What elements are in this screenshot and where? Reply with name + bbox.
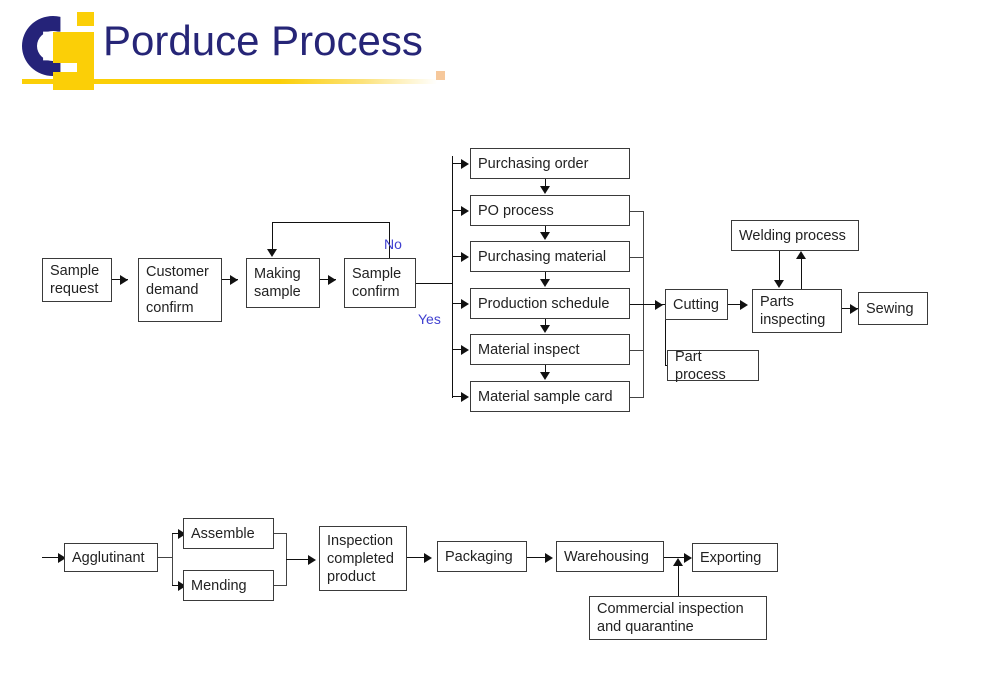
line-bus-down-to-part-process	[665, 304, 666, 365]
arrow-commercial-inspection-to-exporting-link	[673, 558, 683, 566]
line-mending-to-merge	[274, 585, 287, 586]
arrow-sample-request-to-customer	[120, 275, 128, 285]
arrow-cutting-to-parts-inspecting	[740, 300, 748, 310]
arrow-inspection-to-packaging	[424, 553, 432, 563]
arrow-purchasing-order-to-po	[540, 186, 550, 194]
node-purchasing-order[interactable]: Purchasing order	[470, 148, 630, 179]
line-bus-to-material-inspect	[452, 349, 462, 350]
loop-no-vertical-left	[272, 222, 273, 250]
line-bus-to-purchasing-order	[452, 163, 462, 164]
title-underline	[22, 79, 437, 84]
line-material-sample-card-to-right-bus	[630, 397, 644, 398]
node-sample-confirm[interactable]: Sample confirm	[344, 258, 416, 308]
arrow-loop-no-into-making	[267, 249, 277, 257]
node-part-process[interactable]: Part process	[667, 349, 759, 383]
node-sewing[interactable]: Sewing	[858, 292, 928, 325]
line-production-to-material-inspect	[545, 319, 546, 326]
line-purchasing-order-to-po	[545, 179, 546, 187]
logo-i-dot	[77, 12, 94, 26]
line-split-to-mending	[172, 585, 181, 586]
line-split-to-assemble	[172, 533, 181, 534]
node-parts-inspecting[interactable]: Parts inspecting	[752, 289, 842, 333]
arrow-parts-inspecting-to-welding	[796, 251, 806, 259]
node-po-process[interactable]: PO process	[470, 195, 630, 226]
arrow-customer-to-making	[230, 275, 238, 285]
page-header: Porduce Process	[0, 0, 990, 100]
line-commercial-inspection-up	[678, 566, 679, 596]
line-po-to-purchasing-material	[545, 226, 546, 233]
line-purchasing-material-to-production	[545, 272, 546, 280]
loop-no-vertical-right	[389, 222, 390, 258]
node-assemble[interactable]: Assemble	[183, 518, 274, 549]
line-stack-to-cutting	[630, 304, 666, 305]
line-bus-to-po-process	[452, 210, 462, 211]
line-po-to-right-bus	[630, 211, 644, 212]
line-bus-to-purchasing-material	[452, 256, 462, 257]
arrow-split-to-mending	[178, 581, 186, 591]
arrow-stack-to-cutting	[655, 300, 663, 310]
arrow-bus-to-material-inspect	[461, 345, 469, 355]
line-purchasing-material-to-right-bus	[630, 257, 644, 258]
ci-logo-icon	[22, 10, 100, 90]
loop-no-horizontal	[272, 222, 390, 223]
arrow-warehousing-to-exporting	[684, 553, 692, 563]
node-exporting[interactable]: Exporting	[692, 543, 778, 572]
line-bus-to-material-sample-card	[452, 396, 462, 397]
node-purchasing-material[interactable]: Purchasing material	[470, 241, 630, 272]
title-accent-square	[436, 71, 445, 80]
arrow-into-agglutinant	[58, 553, 66, 563]
arrow-merge-to-inspection	[308, 555, 316, 565]
node-sample-request[interactable]: Sample request	[42, 258, 112, 302]
arrow-production-to-material-inspect	[540, 325, 550, 333]
arrow-bus-to-purchasing-order	[461, 159, 469, 169]
line-material-inspect-to-sample-card	[545, 365, 546, 373]
arrow-po-to-purchasing-material	[540, 232, 550, 240]
line-warehousing-to-exporting	[664, 557, 690, 558]
arrow-welding-to-parts-inspecting	[774, 280, 784, 288]
line-inspection-to-packaging	[407, 557, 429, 558]
node-mending[interactable]: Mending	[183, 570, 274, 601]
node-customer-demand-confirm[interactable]: Customer demand confirm	[138, 258, 222, 322]
node-agglutinant[interactable]: Agglutinant	[64, 543, 158, 572]
bus-assemble-mending-split	[172, 533, 173, 585]
bus-purchasing-input	[452, 156, 453, 398]
line-material-inspect-to-right-bus	[630, 350, 644, 351]
node-commercial-inspection-and-quarantine[interactable]: Commercial inspection and quarantine	[589, 596, 767, 640]
line-cutting-to-parts-inspecting	[728, 304, 746, 305]
node-making-sample[interactable]: Making sample	[246, 258, 320, 308]
line-packaging-to-warehousing	[527, 557, 551, 558]
arrow-bus-to-material-sample-card	[461, 392, 469, 402]
node-welding-process[interactable]: Welding process	[731, 220, 859, 251]
node-production-schedule[interactable]: Production schedule	[470, 288, 630, 319]
node-material-inspect[interactable]: Material inspect	[470, 334, 630, 365]
arrow-parts-inspecting-to-sewing	[850, 304, 858, 314]
node-warehousing[interactable]: Warehousing	[556, 541, 664, 572]
arrow-material-inspect-to-sample-card	[540, 372, 550, 380]
node-cutting[interactable]: Cutting	[665, 289, 728, 320]
label-no: No	[384, 236, 402, 252]
arrow-bus-to-production-schedule	[461, 299, 469, 309]
label-yes: Yes	[418, 311, 441, 327]
line-bus-to-production-schedule	[452, 303, 462, 304]
line-sample-request-to-customer	[112, 279, 128, 280]
page-title: Porduce Process	[103, 17, 423, 64]
line-yes-to-bus	[416, 283, 453, 284]
line-agglutinant-to-split	[158, 557, 173, 558]
line-welding-down-to-parts	[779, 251, 780, 281]
logo-c-shape	[22, 16, 61, 76]
arrow-purchasing-material-to-production	[540, 279, 550, 287]
line-assemble-to-merge	[274, 533, 287, 534]
arrow-packaging-to-warehousing	[545, 553, 553, 563]
node-packaging[interactable]: Packaging	[437, 541, 527, 572]
arrow-making-to-confirm	[328, 275, 336, 285]
line-merge-to-inspection	[286, 559, 314, 560]
line-parts-up-to-welding	[801, 259, 802, 289]
node-material-sample-card[interactable]: Material sample card	[470, 381, 630, 412]
arrow-bus-to-po-process	[461, 206, 469, 216]
node-inspection-completed-product[interactable]: Inspection completed product	[319, 526, 407, 591]
line-into-agglutinant	[42, 557, 64, 558]
arrow-bus-to-purchasing-material	[461, 252, 469, 262]
arrow-split-to-assemble	[178, 529, 186, 539]
